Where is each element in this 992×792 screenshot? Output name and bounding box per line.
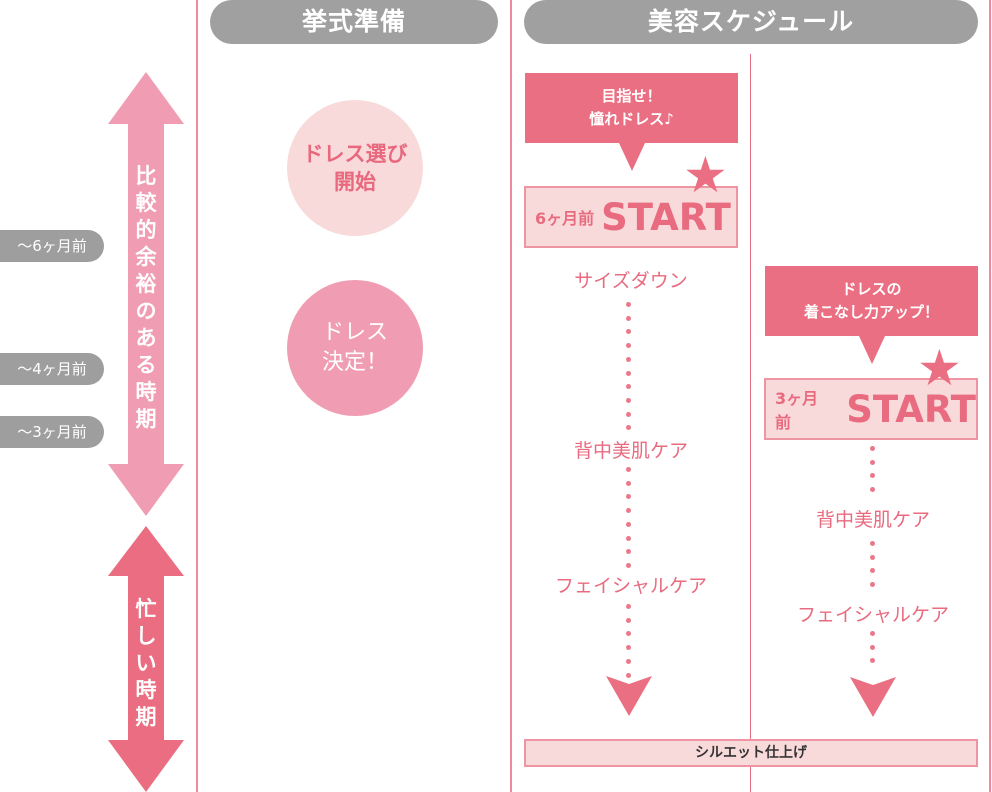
milestone-dress-decided: ドレス 決定！ — [287, 280, 423, 416]
star-icon: ★ — [917, 339, 962, 397]
plan-6m-start-box: 6ヶ月前 START — [524, 186, 738, 248]
connector-dot — [625, 672, 631, 678]
connector-dot — [869, 554, 875, 560]
busy-period-arrow-icon — [108, 526, 184, 792]
start-prefix: 6ヶ月前 — [535, 209, 595, 228]
connector-dot — [625, 631, 631, 637]
plan-3m-speech-bubble: ドレスの 着こなし力アップ！ — [765, 266, 978, 336]
milestone-line: 決定！ — [321, 350, 388, 375]
connector-dot — [625, 645, 631, 651]
plan-3m-start-box: 3ヶ月前 START — [764, 378, 978, 440]
connector-dot — [625, 356, 631, 362]
connector-dot — [625, 467, 631, 472]
bubble-line: 憧れドレス♪ — [589, 110, 674, 128]
connector-dot — [869, 459, 875, 465]
connector-dot — [869, 658, 875, 664]
plan-3m-bubble-tail — [859, 336, 885, 364]
column-divider-right — [989, 0, 991, 792]
busy-period-label: 忙しい時期 — [135, 597, 157, 729]
connector-dot — [625, 494, 631, 500]
star-icon: ★ — [683, 146, 728, 204]
milestone-line: ドレス — [321, 320, 388, 345]
connector-dot — [625, 370, 631, 376]
header-ceremony-prep: 挙式準備 — [210, 0, 498, 44]
date-marker-3-months: 〜3ヶ月前 — [0, 416, 104, 448]
connector-dot — [625, 480, 631, 486]
bubble-line: 目指せ！ — [601, 87, 662, 105]
connector-dot — [869, 541, 875, 546]
connector-dot — [869, 568, 875, 574]
plan-6m-step-size-down: サイズダウン — [574, 270, 688, 292]
start-prefix: 3ヶ月前 — [775, 389, 819, 432]
start-label: START — [846, 387, 976, 431]
connector-dot — [625, 302, 631, 307]
milestone-line: 開始 — [334, 170, 376, 194]
plan-6m-step-facial-care: フェイシャルケア — [554, 575, 707, 597]
plan-6m-step-back-skincare: 背中美肌ケア — [573, 440, 688, 462]
connector-dot — [625, 535, 631, 541]
date-marker-6-months: 〜6ヶ月前 — [0, 230, 104, 262]
connector-dot — [625, 604, 631, 609]
plan-3m-step-facial-care: フェイシャルケア — [796, 604, 949, 626]
column-divider-middle — [510, 0, 512, 792]
connector-dot — [625, 549, 631, 555]
connector-dot — [625, 617, 631, 623]
connector-dot — [625, 384, 631, 390]
connector-dot — [625, 329, 631, 335]
connector-dot — [869, 487, 875, 493]
milestone-line: ドレス選び — [302, 142, 408, 166]
date-marker-4-months: 〜4ヶ月前 — [0, 353, 104, 385]
connector-dot — [625, 397, 631, 403]
connector-dot — [625, 562, 631, 568]
connector-dot — [625, 521, 631, 527]
column-divider-left — [196, 0, 198, 792]
connector-dot — [869, 644, 875, 650]
connector-dot — [625, 343, 631, 349]
connector-dot — [869, 473, 875, 479]
bubble-line: 着こなし力アップ！ — [803, 303, 939, 321]
header-beauty-schedule: 美容スケジュール — [524, 0, 978, 44]
start-label: START — [601, 195, 731, 239]
plan-6m-down-arrow-icon — [606, 676, 652, 716]
connector-dot — [625, 411, 631, 417]
plan-6m-speech-bubble: 目指せ！ 憧れドレス♪ — [525, 73, 738, 143]
column-divider-beauty — [750, 54, 751, 792]
milestone-dress-selection-start: ドレス選び 開始 — [287, 100, 423, 236]
plan-3m-down-arrow-icon — [850, 677, 896, 717]
relaxed-period-label: 比較的余裕のある時期 — [135, 164, 157, 431]
silhouette-finish-bar: シルエット仕上げ — [524, 739, 978, 767]
plan-6m-bubble-tail — [619, 143, 645, 171]
plan-3m-step-back-skincare: 背中美肌ケア — [815, 509, 930, 531]
connector-dot — [625, 658, 631, 664]
connector-dot — [625, 425, 631, 431]
connector-dot — [625, 508, 631, 514]
connector-dot — [869, 582, 875, 588]
connector-dot — [869, 631, 875, 636]
bubble-line: ドレスの — [841, 280, 902, 298]
connector-dot — [625, 315, 631, 321]
relaxed-period-arrow-icon — [108, 72, 184, 516]
connector-dot — [869, 446, 875, 451]
